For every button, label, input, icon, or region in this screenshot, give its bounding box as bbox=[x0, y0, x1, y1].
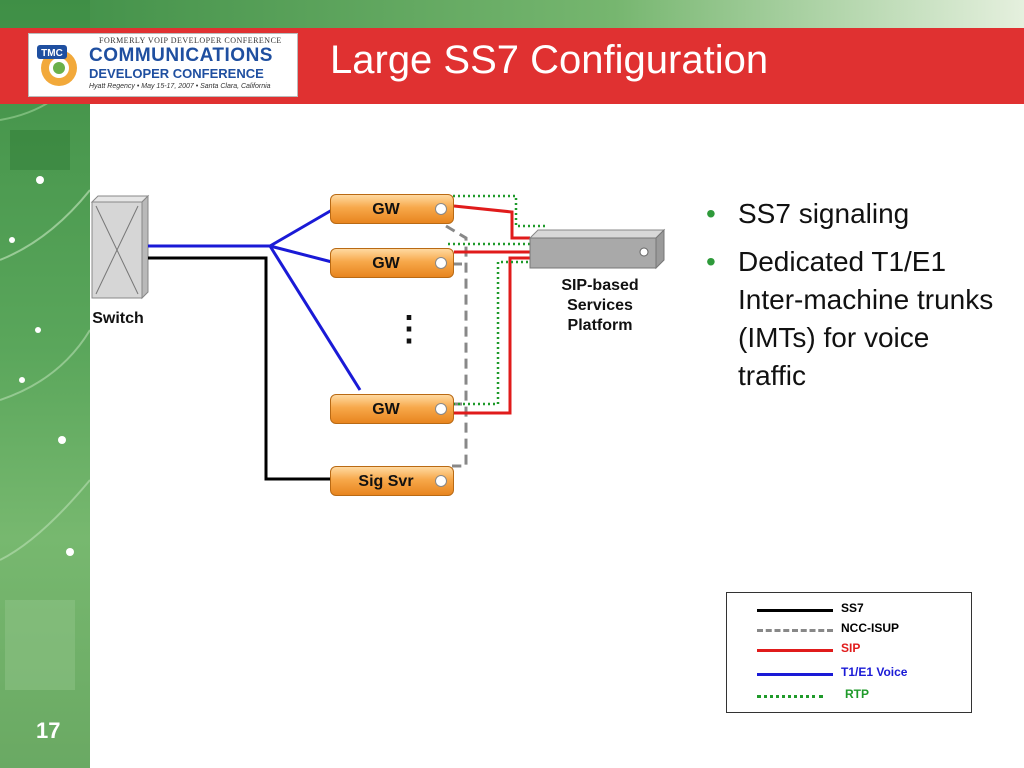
gateway-3-knob-icon bbox=[435, 403, 447, 415]
legend: SS7 NCC-ISUP SIP T1/E1 Voice RTP bbox=[726, 592, 972, 713]
t1e1-lines bbox=[148, 208, 362, 391]
decorative-sidebar bbox=[0, 0, 90, 768]
gateway-2-label: GW bbox=[372, 255, 400, 272]
sig-server[interactable]: Sig Svr bbox=[330, 466, 454, 496]
legend-item-rtp: RTP bbox=[727, 687, 973, 705]
legend-item-t1e1: T1/E1 Voice bbox=[727, 665, 973, 683]
bullet-dot-icon: • bbox=[706, 198, 716, 229]
switch-label: Switch bbox=[92, 310, 144, 327]
conference-logo: TMC FORMERLY VOIP DEVELOPER CONFERENCE C… bbox=[28, 33, 298, 97]
legend-item-ss7: SS7 bbox=[727, 601, 973, 619]
sip-lines bbox=[453, 204, 530, 415]
platform-label-line-2: Services bbox=[567, 297, 633, 314]
bullet-text: Dedicated T1/E1 Inter-machine trunks (IM… bbox=[738, 246, 994, 391]
platform-label-line-3: Platform bbox=[567, 317, 633, 334]
legend-swatch-rtp bbox=[757, 695, 823, 698]
logo-top-line: FORMERLY VOIP DEVELOPER CONFERENCE bbox=[99, 36, 282, 45]
bullet-item: • Dedicated T1/E1 Inter-machine trunks (I… bbox=[700, 243, 1000, 395]
bullet-text: SS7 signaling bbox=[738, 198, 910, 229]
gateway-3-label: GW bbox=[372, 401, 400, 418]
legend-label-ncc-isup: NCC-ISUP bbox=[841, 621, 900, 635]
rtp-lines bbox=[448, 194, 546, 406]
legend-swatch-t1e1 bbox=[757, 673, 833, 676]
switch-icon bbox=[90, 194, 150, 300]
sig-server-label: Sig Svr bbox=[358, 473, 414, 490]
bullet-dot-icon: • bbox=[706, 246, 716, 277]
sig-server-knob-icon bbox=[435, 475, 447, 487]
logo-line-2: DEVELOPER CONFERENCE bbox=[89, 66, 264, 81]
gateway-1[interactable]: GW bbox=[330, 194, 454, 224]
gateway-1-label: GW bbox=[372, 201, 400, 218]
legend-item-ncc-isup: NCC-ISUP bbox=[727, 621, 973, 639]
platform-label: SIP-based Services Platform bbox=[540, 276, 660, 336]
logo-line-3: Hyatt Regency • May 15-17, 2007 • Santa … bbox=[89, 83, 271, 90]
sip-platform-icon bbox=[528, 228, 666, 270]
top-band bbox=[0, 0, 1024, 28]
bullet-list: • SS7 signaling • Dedicated T1/E1 Inter-ma… bbox=[700, 195, 1000, 405]
gear-logo-icon: TMC bbox=[37, 45, 77, 86]
logo-line-1: COMMUNICATIONS bbox=[89, 45, 273, 66]
gateway-2-knob-icon bbox=[435, 257, 447, 269]
legend-swatch-ss7 bbox=[757, 609, 833, 612]
gateway-1-knob-icon bbox=[435, 203, 447, 215]
page-number: 17 bbox=[36, 718, 61, 743]
gateway-3[interactable]: GW bbox=[330, 394, 454, 424]
legend-label-sip: SIP bbox=[841, 641, 861, 655]
platform-label-line-1: SIP-based bbox=[561, 277, 639, 294]
legend-item-sip: SIP bbox=[727, 641, 973, 659]
gateway-2[interactable]: GW bbox=[330, 248, 454, 278]
logo-badge-text: TMC bbox=[41, 48, 63, 59]
legend-label-rtp: RTP bbox=[845, 687, 869, 701]
legend-swatch-sip bbox=[757, 649, 833, 652]
page-title: Large SS7 Configuration bbox=[330, 38, 769, 82]
sidebar-pattern bbox=[0, 59, 90, 690]
gateway-ellipsis: ⋮ bbox=[392, 310, 426, 348]
bullet-item: • SS7 signaling bbox=[700, 195, 1000, 233]
legend-label-t1e1: T1/E1 Voice bbox=[841, 665, 908, 679]
ss7-line bbox=[148, 256, 332, 481]
legend-swatch-ncc-isup bbox=[757, 629, 833, 632]
legend-label-ss7: SS7 bbox=[841, 601, 864, 615]
